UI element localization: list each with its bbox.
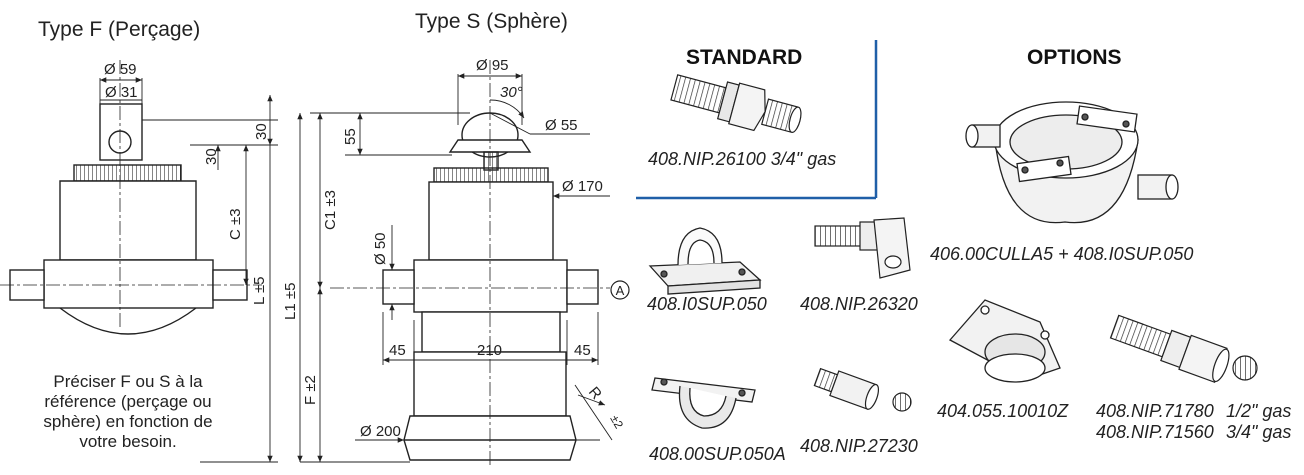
standard-nipple-image [670,74,802,133]
ref-coupler: 408.NIP.27230 [800,436,918,456]
dim-s-r-tol: ±2 [607,413,626,432]
title-type-s: Type S (Sphère) [415,10,568,33]
dim-s-angle: 30° [500,84,523,101]
dim-s-l1: L1 ±5 [282,283,299,320]
ref-support-a: 408.00SUP.050A [649,444,786,464]
elbow-image [814,217,911,279]
ref-elbow: 408.NIP.26320 [800,294,918,314]
dim-f-h30b: 30 [203,148,220,165]
dim-s-f: F ±2 [302,375,319,405]
standard-frame [636,40,878,200]
support-image [648,227,762,295]
dim-f-d31: Ø 31 [105,84,138,101]
dim-s-w210: 210 [477,342,502,359]
marker-a: A [610,280,630,300]
dim-f-d59: Ø 59 [104,61,137,78]
title-type-f: Type F (Perçage) [38,18,201,41]
dim-s-w45b: 45 [574,342,591,359]
ref-nip-a: 408.NIP.71780 [1096,401,1214,421]
dim-s-d200: Ø 200 [360,423,401,440]
dim-f-h30a: 30 [253,123,270,140]
dim-s-d95: Ø 95 [476,57,509,74]
dim-s-r: R [585,384,605,403]
ref-support: 408.I0SUP.050 [647,294,767,314]
type-s-centerlines [330,60,610,468]
ref-flange: 404.055.10010Z [937,401,1069,421]
ref-gas-a: 1/2" gas [1226,401,1291,421]
section-standard: STANDARD [686,46,803,69]
dim-s-w45a: 45 [389,342,406,359]
type-s-dimension-lines [297,73,613,463]
dim-f-c: C ±3 [227,208,244,240]
support-a-image [651,377,756,429]
dim-s-d170: Ø 170 [562,178,603,195]
dim-s-d50: Ø 50 [372,232,389,265]
dim-f-l: L ±5 [251,276,268,305]
ref-cradle: 406.00CULLA5 + 408.I0SUP.050 [930,244,1193,264]
note-line: votre besoin. [79,432,177,451]
type-f-dimension-lines [99,77,278,463]
dim-s-c1: C1 ±3 [322,190,339,230]
marker-a-label: A [616,283,625,298]
type-f-centerlines [0,60,262,330]
ref-standard-nipple: 408.NIP.26100 3/4" gas [648,149,836,169]
nipple-71780-image [1109,314,1258,383]
note-line: référence (perçage ou [44,392,212,411]
note-line: sphère) en fonction de [43,412,213,431]
note-line: Préciser F ou S à la [53,372,203,391]
type-s-cylinder [382,112,599,461]
section-options: OPTIONS [1027,46,1122,69]
flange-image [948,299,1061,383]
dim-s-d55: Ø 55 [545,117,578,134]
ref-nip-b: 408.NIP.71560 [1096,422,1214,442]
ref-gas-b: 3/4" gas [1226,422,1291,442]
type-f-cylinder [9,103,248,335]
dim-s-h55: 55 [342,128,359,145]
coupler-image [813,367,912,412]
cradle-image [965,101,1179,224]
selection-note: Préciser F ou S à la référence (perçage … [28,372,228,452]
